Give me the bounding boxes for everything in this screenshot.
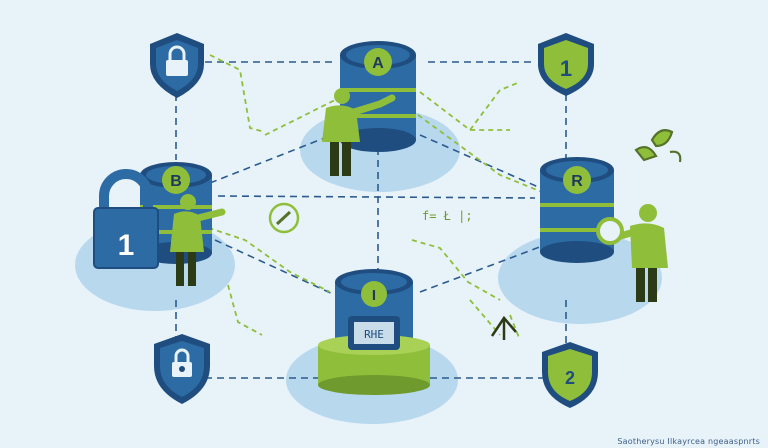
shield-top-right-icon: 1 — [538, 33, 594, 96]
node-a-label: A — [372, 55, 384, 72]
node-r-label: R — [571, 173, 583, 190]
circuit-lines — [199, 54, 543, 341]
node-b-label: B — [170, 173, 182, 190]
lock-label: 1 — [118, 229, 135, 262]
platform-right — [498, 232, 662, 324]
padlock-icon: 1 — [93, 169, 159, 269]
person-left-icon — [170, 194, 226, 286]
center-screen: RHE — [348, 316, 400, 350]
shield-bottom-right-label: 2 — [565, 368, 575, 388]
connection-lines — [175, 61, 567, 379]
shield-top-left-icon — [150, 33, 204, 98]
center-screen-label: RHE — [364, 328, 384, 341]
settings-badge-icon — [596, 217, 624, 245]
shield-bottom-left-icon — [154, 334, 210, 404]
database-node-i[interactable]: I RHE — [318, 269, 430, 395]
database-node-r[interactable]: R — [540, 157, 614, 263]
center-annotation: f= Ł |; — [422, 209, 473, 223]
shield-top-right-label: 1 — [560, 56, 572, 81]
node-i-label: I — [372, 287, 376, 304]
doodle-icon — [634, 129, 682, 163]
shield-bottom-right-icon: 2 — [542, 342, 598, 408]
person-top-icon — [322, 88, 396, 176]
watermark-text: Saotherysu Ilkayrcea ngeaaspnrts — [617, 437, 760, 446]
tool-icon — [268, 202, 300, 234]
arrow-icon — [490, 315, 517, 340]
person-right-icon — [596, 204, 668, 302]
